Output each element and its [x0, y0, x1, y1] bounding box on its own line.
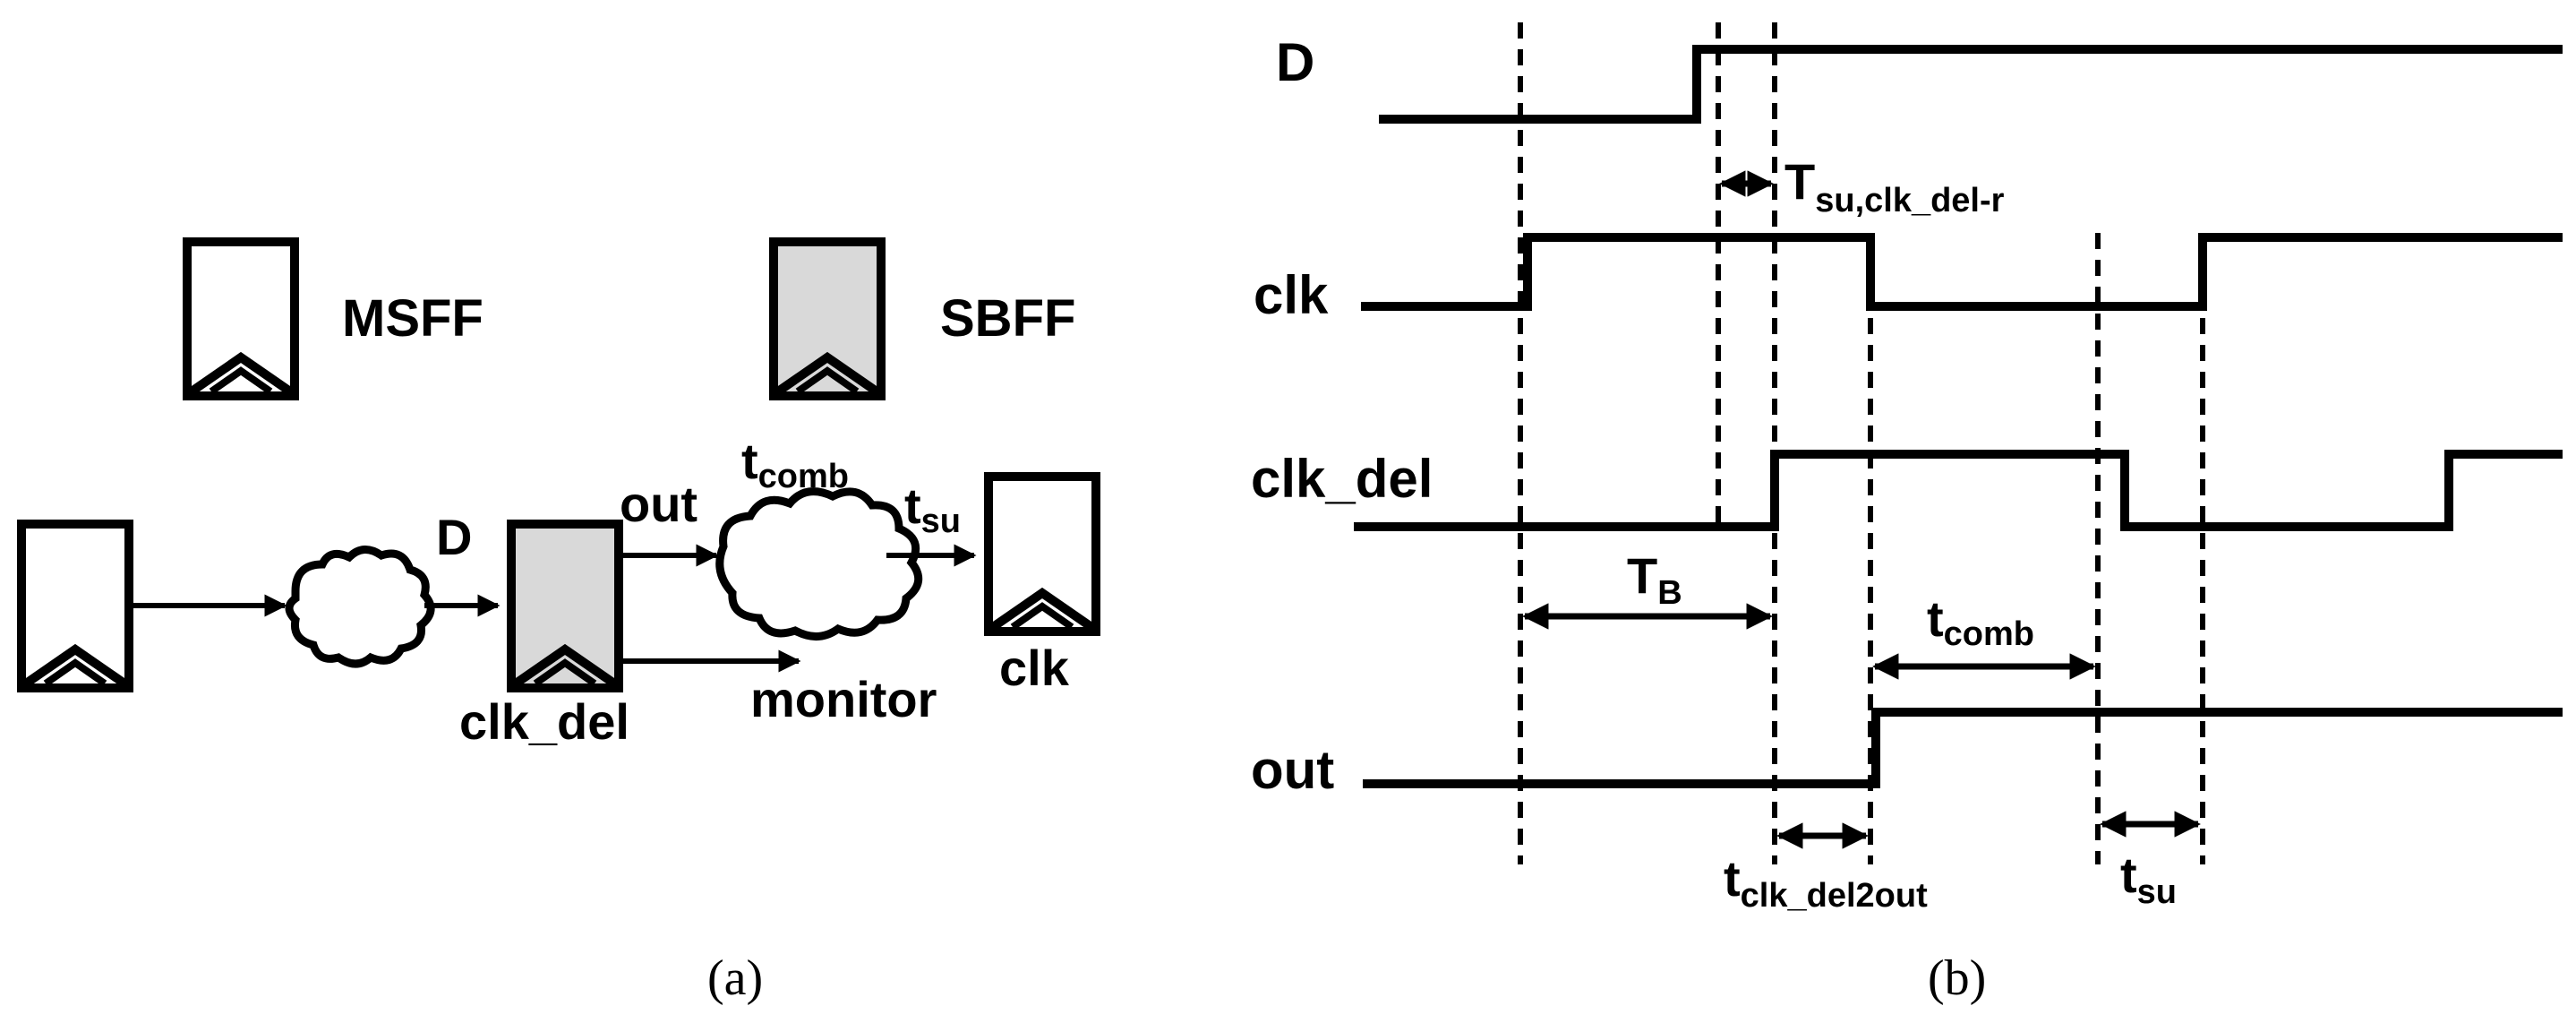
waveform-out	[1363, 708, 2563, 788]
monitor-label: monitor	[750, 671, 937, 727]
waveform-d	[1379, 45, 2563, 124]
sbff-legend-symbol	[769, 237, 886, 400]
t-comb-label: tcomb	[741, 433, 849, 495]
panel-b-timing: D clk clk_del out Tsu,clk_del-r TB tco	[1251, 22, 2563, 1006]
signal-name-d: D	[1276, 32, 1314, 92]
t-su-label: tsu	[904, 477, 961, 540]
clk-del-label: clk_del	[459, 693, 629, 750]
waveform-clk	[1361, 233, 2563, 311]
combinational-logic-cloud-large	[715, 487, 923, 640]
signal-name-clk-del: clk_del	[1251, 449, 1433, 509]
msff-legend-symbol	[183, 237, 299, 400]
tb-label: TB	[1627, 547, 1682, 612]
msff-legend-label: MSFF	[342, 289, 484, 348]
sbff-flip-flop	[507, 520, 623, 692]
waveform-clk-del	[1354, 450, 2563, 531]
signal-out-label: out	[620, 476, 697, 532]
signal-name-clk: clk	[1254, 265, 1329, 325]
reference-lines	[1518, 22, 2205, 864]
panel-a-circuit: MSFF SBFF D clk_del out	[17, 237, 1100, 1006]
tsu-label: tsu	[2120, 847, 2177, 911]
launch-msff	[17, 520, 133, 692]
capture-clk-label: clk	[999, 640, 1070, 696]
tsu-clk-del-r-label: Tsu,clk_del-r	[1784, 153, 2005, 219]
caption-a: (a)	[707, 950, 763, 1006]
tcomb-label: tcomb	[1927, 590, 2034, 653]
signal-d-label: D	[436, 509, 472, 565]
signal-name-out: out	[1251, 740, 1334, 800]
combinational-logic-cloud-small	[285, 546, 435, 668]
capture-msff	[984, 472, 1100, 636]
tclk-del2out-label: tclk_del2out	[1724, 850, 1928, 915]
caption-b: (b)	[1928, 950, 1986, 1006]
sbff-legend-label: SBFF	[940, 289, 1075, 348]
